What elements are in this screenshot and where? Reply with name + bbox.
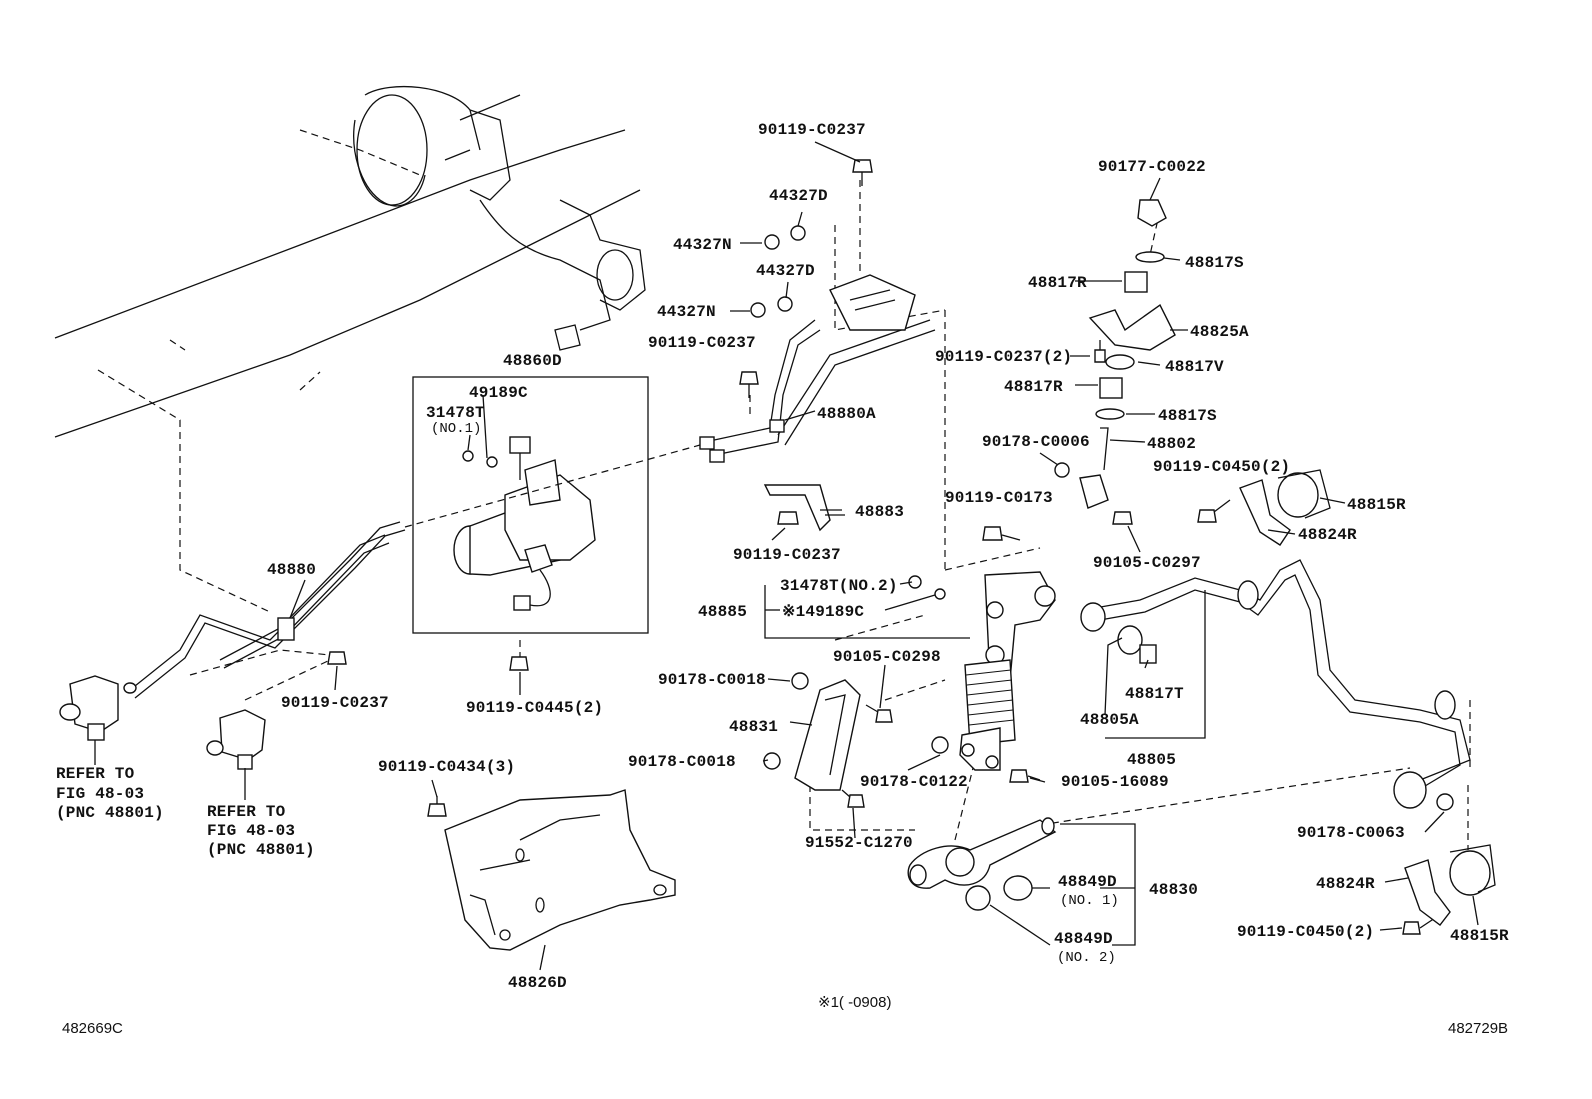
refer-note-left: REFER TO FIG 48-03 (PNC 48801): [56, 765, 164, 822]
label-44327D-a[interactable]: 44327D: [769, 187, 828, 205]
refer-note-left-line3: (PNC 48801): [56, 804, 164, 822]
proportioning-valve-left: [59, 675, 137, 741]
footnote: ※1( -0908): [818, 994, 891, 1011]
label-90119-C0237-mid[interactable]: 90119-C0237: [648, 334, 756, 352]
label-91552-C1270[interactable]: 91552-C1270: [805, 834, 913, 852]
label-90119-C0173[interactable]: 90119-C0173: [945, 489, 1053, 507]
proportioning-valve-center: [206, 709, 266, 800]
label-48815R-b[interactable]: 48815R: [1450, 927, 1509, 945]
label-90119-C0237-left[interactable]: 90119-C0237: [281, 694, 389, 712]
label-90119-C0237-2[interactable]: 90119-C0237(2): [935, 348, 1072, 366]
brake-line-48880A: [699, 274, 936, 463]
label-90178-C0018-b[interactable]: 90178-C0018: [628, 753, 736, 771]
dashed-leader-lines: [404, 180, 1471, 850]
label-48883[interactable]: 48883: [855, 503, 904, 521]
label-48849D-no2-sub: (NO. 2): [1057, 950, 1116, 966]
label-44327N-b[interactable]: 44327N: [657, 303, 716, 321]
label-31478T-no2[interactable]: 31478T(NO.2): [780, 577, 898, 595]
label-31478T-no1: (NO.1): [431, 421, 481, 437]
refer-note-center: REFER TO FIG 48-03 (PNC 48801): [207, 803, 315, 859]
diagram-id-left: 482669C: [62, 1020, 123, 1037]
label-48849D-no2[interactable]: 48849D: [1054, 930, 1113, 948]
vehicle-frame-outline: [54, 86, 646, 613]
stabilizer-bar-48805: [1080, 559, 1471, 809]
cover-48826D: [444, 789, 676, 951]
label-48817S-b[interactable]: 48817S: [1158, 407, 1217, 425]
label-48805[interactable]: 48805: [1127, 751, 1176, 769]
label-48815R-a[interactable]: 48815R: [1347, 496, 1406, 514]
label-48802[interactable]: 48802: [1147, 435, 1196, 453]
label-48817R-b[interactable]: 48817R: [1004, 378, 1063, 396]
part-labels: 90119-C0237 90177-C0022 44327D 44327N 44…: [267, 121, 1509, 992]
label-90105-16089[interactable]: 90105-16089: [1061, 773, 1169, 791]
label-48824R-a[interactable]: 48824R: [1298, 526, 1357, 544]
label-90105-C0298[interactable]: 90105-C0298: [833, 648, 941, 666]
label-90177-C0022[interactable]: 90177-C0022: [1098, 158, 1206, 176]
clamp-and-bushing-upper: [1239, 469, 1331, 546]
label-90119-C0450-2b[interactable]: 90119-C0450(2): [1237, 923, 1374, 941]
shock-absorber-48885: [959, 571, 1056, 771]
control-arm-48830: [907, 817, 1057, 911]
refer-note-left-line2[interactable]: FIG 48-03: [56, 785, 144, 803]
label-48849D-no1-sub: (NO. 1): [1060, 893, 1119, 909]
diagram-id-right: 482729B: [1448, 1020, 1508, 1037]
label-48817R-a[interactable]: 48817R: [1028, 274, 1087, 292]
label-48860D[interactable]: 48860D: [503, 352, 562, 370]
label-48885[interactable]: 48885: [698, 603, 747, 621]
label-48824R-b[interactable]: 48824R: [1316, 875, 1375, 893]
label-48817S-a[interactable]: 48817S: [1185, 254, 1244, 272]
label-90119-C0450-2a[interactable]: 90119-C0450(2): [1153, 458, 1290, 476]
label-48831[interactable]: 48831: [729, 718, 778, 736]
refer-note-center-line2[interactable]: FIG 48-03: [207, 822, 295, 840]
label-48817V[interactable]: 48817V: [1165, 358, 1224, 376]
label-90178-C0006[interactable]: 90178-C0006: [982, 433, 1090, 451]
solid-leader-lines: [94, 141, 1479, 971]
label-48880A[interactable]: 48880A: [817, 405, 876, 423]
label-48880[interactable]: 48880: [267, 561, 316, 579]
stabilizer-link-stack: [1079, 199, 1176, 509]
label-90178-C0063[interactable]: 90178-C0063: [1297, 824, 1405, 842]
label-90119-C0434-3[interactable]: 90119-C0434(3): [378, 758, 515, 776]
refer-note-center-line3: (PNC 48801): [207, 841, 315, 859]
clamp-and-bushing-lower: [1404, 844, 1496, 926]
label-90119-C0237-top[interactable]: 90119-C0237: [758, 121, 866, 139]
label-90119-C0237-low[interactable]: 90119-C0237: [733, 546, 841, 564]
bracket-48883: [763, 484, 845, 532]
refer-note-left-line1: REFER TO: [56, 765, 135, 783]
label-48826D[interactable]: 48826D: [508, 974, 567, 992]
pump-assembly-box: [412, 376, 649, 634]
label-48805A[interactable]: 48805A: [1080, 711, 1139, 729]
label-48849D-no1[interactable]: 48849D: [1058, 873, 1117, 891]
label-90119-C0445-2[interactable]: 90119-C0445(2): [466, 699, 603, 717]
label-44327D-b[interactable]: 44327D: [756, 262, 815, 280]
label-90105-C0297[interactable]: 90105-C0297: [1093, 554, 1201, 572]
refer-note-center-line1: REFER TO: [207, 803, 286, 821]
label-48825A[interactable]: 48825A: [1190, 323, 1249, 341]
label-48817T[interactable]: 48817T: [1125, 685, 1184, 703]
label-44327N-a[interactable]: 44327N: [673, 236, 732, 254]
label-149189C[interactable]: ※149189C: [782, 603, 864, 621]
label-49189C[interactable]: 49189C: [469, 384, 528, 402]
bracket-48831: [794, 679, 861, 791]
brake-line-48880: [129, 521, 406, 701]
label-31478T[interactable]: 31478T: [426, 404, 485, 422]
label-90178-C0018-a[interactable]: 90178-C0018: [658, 671, 766, 689]
label-48830[interactable]: 48830: [1149, 881, 1198, 899]
label-90178-C0122[interactable]: 90178-C0122: [860, 773, 968, 791]
